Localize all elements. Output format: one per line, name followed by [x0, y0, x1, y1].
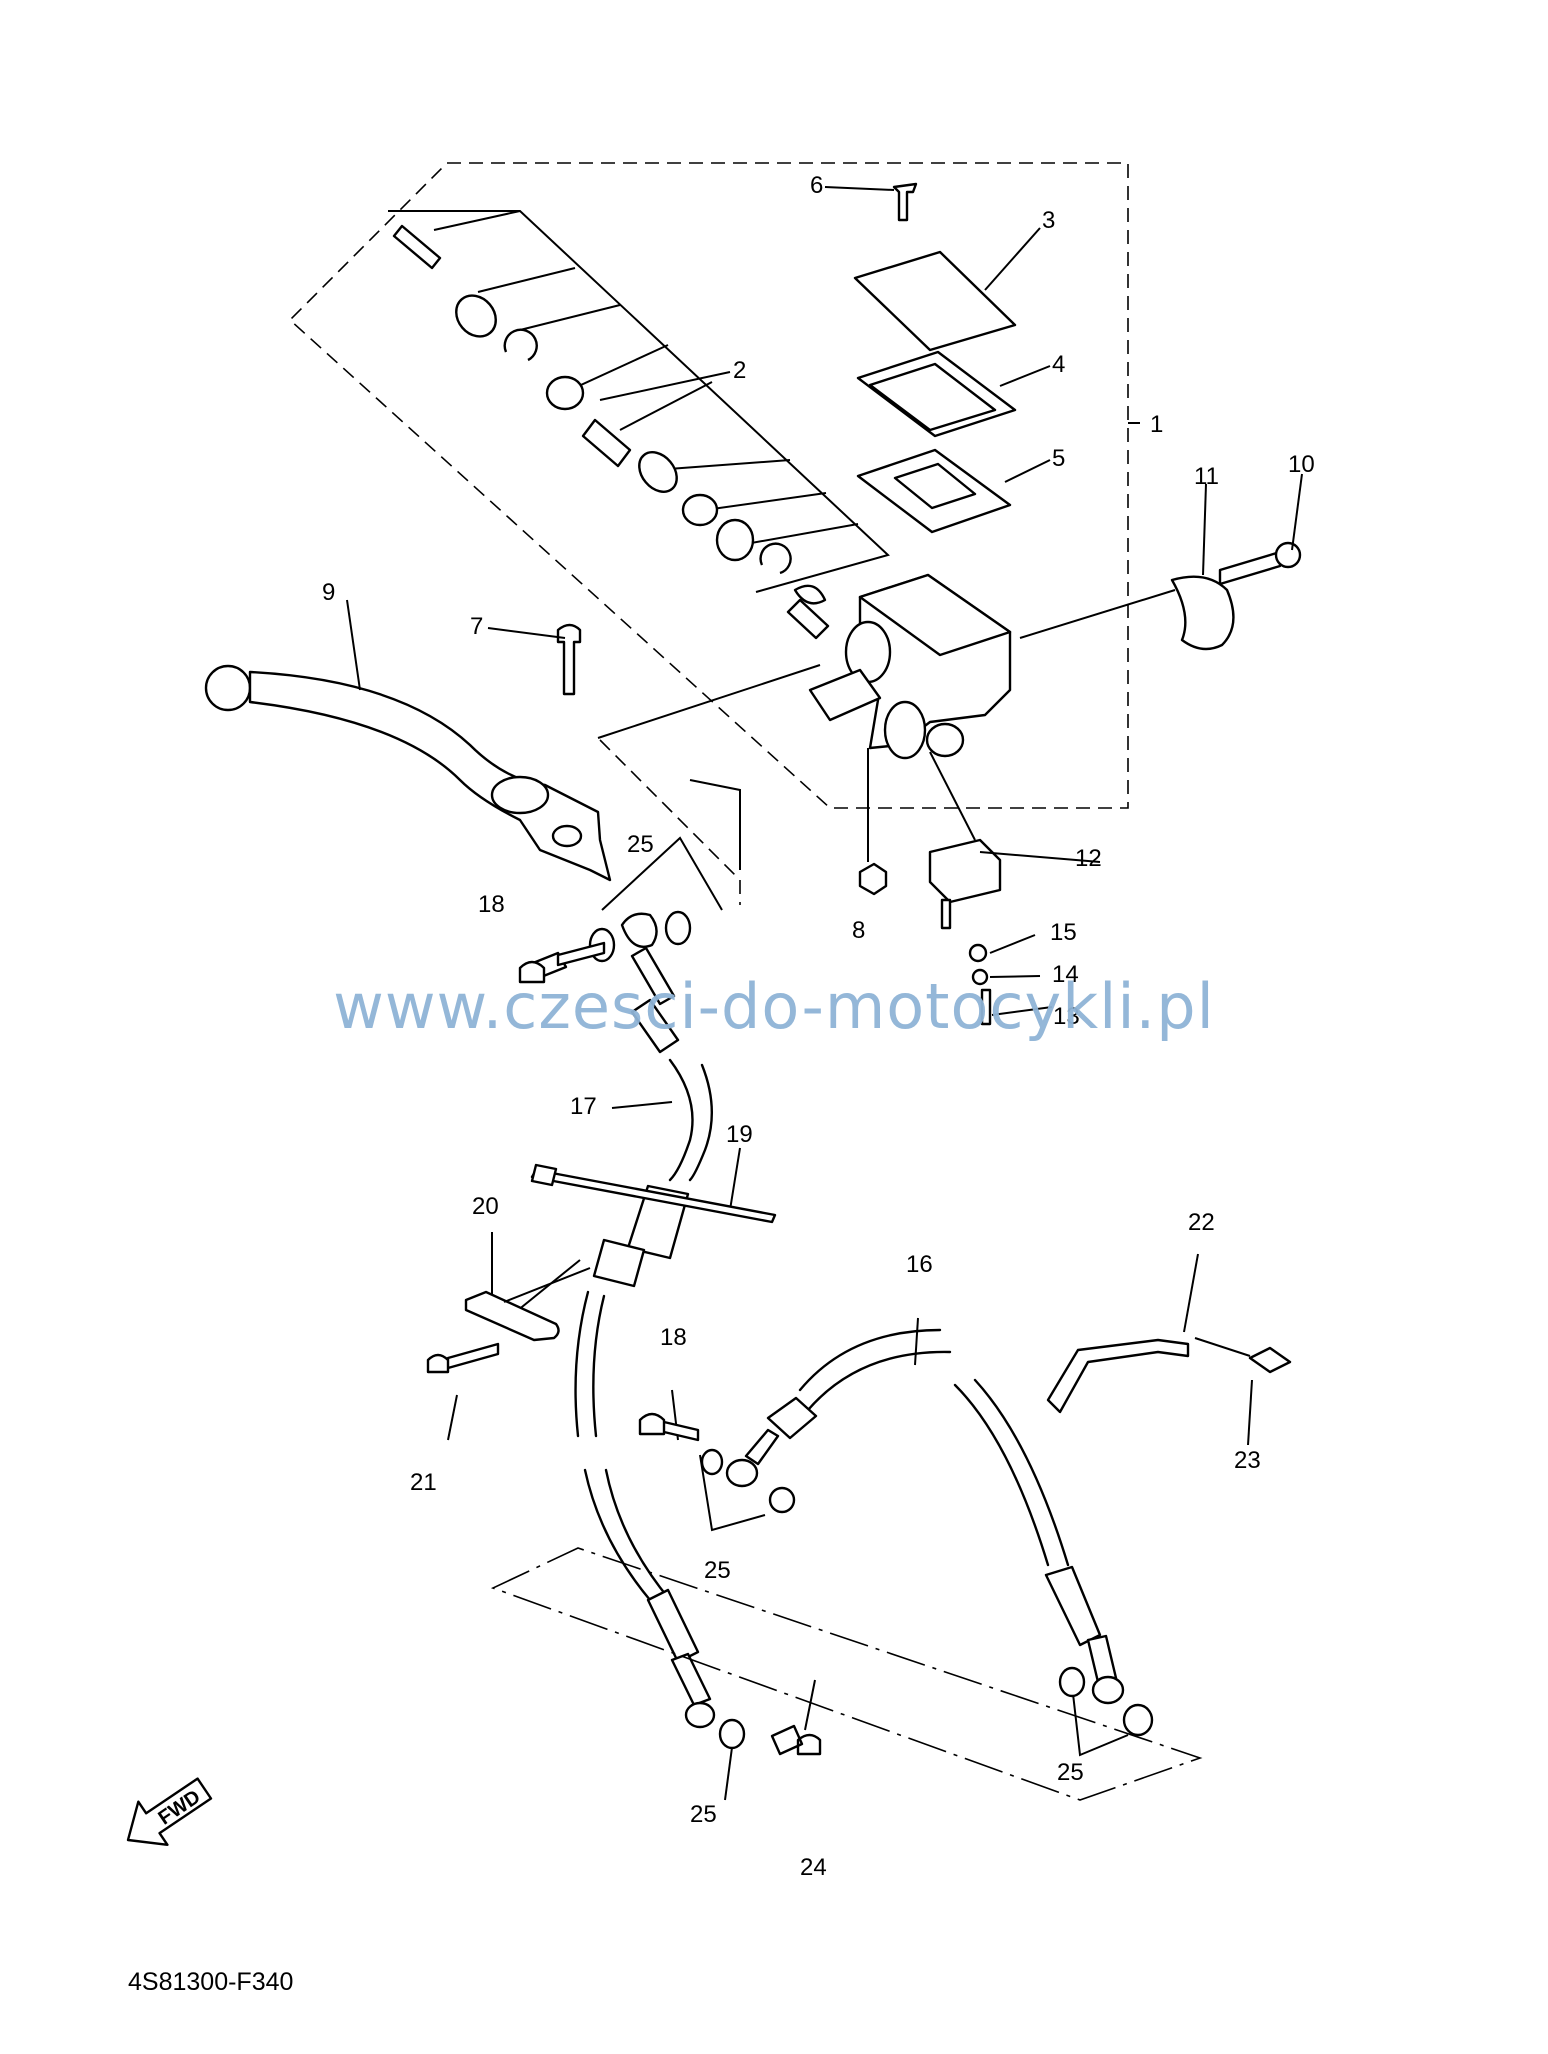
part-number: 25 — [704, 1557, 731, 1584]
brake-hose-upper — [668, 1058, 694, 1182]
part-number: 5 — [1052, 445, 1065, 472]
brake-switch — [928, 838, 1002, 930]
part-number: 18 — [478, 891, 505, 918]
screw-13 — [980, 988, 992, 1026]
part-number: 10 — [1288, 451, 1315, 478]
leader-lines — [346, 186, 1303, 1801]
part-number: 11 — [1194, 463, 1219, 490]
part-number: 22 — [1188, 1209, 1215, 1236]
part-number: 25 — [1057, 1759, 1084, 1786]
part-number: 12 — [1075, 845, 1102, 872]
part-number: 8 — [852, 917, 865, 944]
part-number: 25 — [627, 831, 654, 858]
circlip-14 — [971, 968, 989, 986]
part-number: 19 — [726, 1121, 753, 1148]
part-number: 7 — [470, 613, 483, 640]
pivot-bolt — [556, 623, 582, 696]
part-number: 9 — [322, 579, 335, 606]
diagram-code: 4S81300-F340 — [128, 1968, 294, 1996]
clip-23 — [1248, 1346, 1292, 1374]
banjo-bolt-18 — [638, 1412, 700, 1442]
bolt-21 — [426, 1342, 500, 1374]
piston-kit — [392, 224, 830, 640]
part-number: 17 — [570, 1093, 597, 1120]
handlebar-clamp — [1170, 541, 1302, 651]
washer-15 — [968, 943, 988, 963]
nut — [858, 862, 888, 896]
part-number: 1 — [1150, 411, 1163, 438]
part-number: 23 — [1234, 1447, 1261, 1474]
master-cylinder-body — [808, 573, 1012, 760]
part-number: 24 — [800, 1854, 827, 1881]
banjo-bolt-24 — [770, 1724, 822, 1756]
bracket-22 — [1046, 1338, 1190, 1414]
part-number: 20 — [472, 1193, 499, 1220]
part-number: 25 — [690, 1801, 717, 1828]
upper-banjo-fitting — [526, 910, 692, 1054]
part-number-labels: 1 2 3 4 5 6 7 8 9 10 11 12 13 14 15 16 1… — [322, 172, 1315, 1881]
caliper-outline — [490, 1547, 1203, 1801]
banjo-bolt-18-upper — [518, 960, 546, 984]
part-number: 16 — [906, 1251, 933, 1278]
part-number: 4 — [1052, 351, 1065, 378]
brake-lever — [204, 664, 612, 882]
assembly-boundary — [288, 162, 1129, 809]
part-number: 15 — [1050, 919, 1077, 946]
brake-hose-right — [798, 1328, 952, 1412]
part-number: 2 — [733, 357, 746, 384]
part-number: 3 — [1042, 207, 1055, 234]
part-number: 18 — [660, 1324, 687, 1351]
piston-kit-bracket — [388, 210, 890, 593]
brake-hose-left — [574, 1290, 606, 1438]
part-number: 21 — [410, 1469, 437, 1496]
part-number: 13 — [1053, 1003, 1080, 1030]
reservoir-cap-assembly — [853, 182, 1017, 534]
hose-bracket-20 — [464, 1290, 560, 1342]
part-number: 14 — [1052, 961, 1079, 988]
part-number: 6 — [810, 172, 823, 199]
fwd-arrow: FWD — [126, 1777, 213, 1846]
